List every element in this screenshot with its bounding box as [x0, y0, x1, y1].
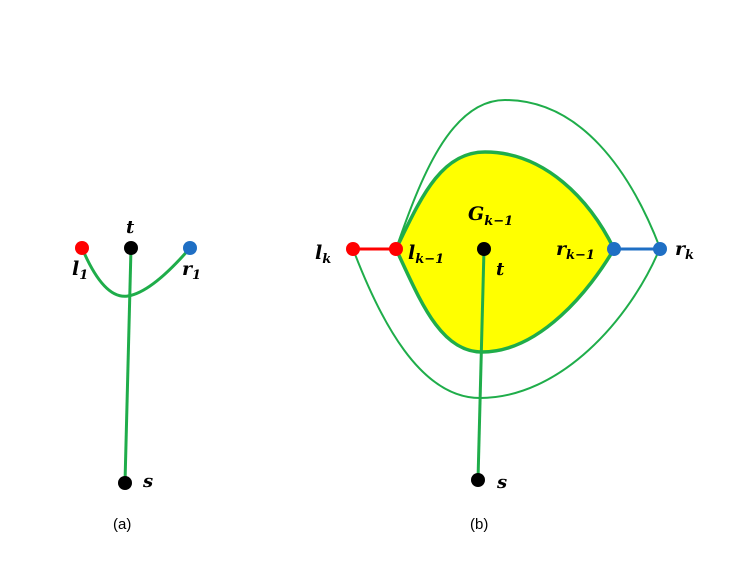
label-t: t — [126, 217, 135, 238]
edge-t-s — [123, 247, 133, 484]
caption-a: (a) — [113, 516, 131, 533]
label-rk-1: rk−1 — [556, 238, 595, 263]
vertex-s-b — [471, 473, 485, 487]
vertex-rk — [653, 242, 667, 256]
vertex-lk-1 — [389, 242, 403, 256]
vertex-r1 — [183, 241, 197, 255]
vertex-lk — [346, 242, 360, 256]
caption-b: (b) — [470, 516, 488, 533]
label-rk: rk — [675, 238, 694, 263]
label-lk-1: lk−1 — [408, 242, 444, 267]
panel-b: Gk−1 t lk lk−1 rk−1 rk s (b) — [315, 98, 694, 533]
panel-a: t l1 r1 s (a) — [72, 217, 201, 533]
vertex-rk-1 — [607, 242, 621, 256]
edge-t-s-b — [476, 248, 486, 481]
vertex-s — [118, 476, 132, 490]
vertex-t-b — [477, 242, 491, 256]
label-l1: l1 — [72, 258, 88, 283]
vertex-t — [124, 241, 138, 255]
label-lk: lk — [315, 242, 331, 267]
label-s-b: s — [496, 472, 507, 493]
label-g-k-1: Gk−1 — [468, 203, 513, 229]
outer-curve-top — [395, 98, 661, 250]
label-r1: r1 — [182, 258, 201, 283]
label-t-b: t — [496, 259, 505, 280]
curve-l1-r1 — [80, 247, 192, 298]
vertex-l1 — [75, 241, 89, 255]
label-s: s — [142, 471, 153, 492]
